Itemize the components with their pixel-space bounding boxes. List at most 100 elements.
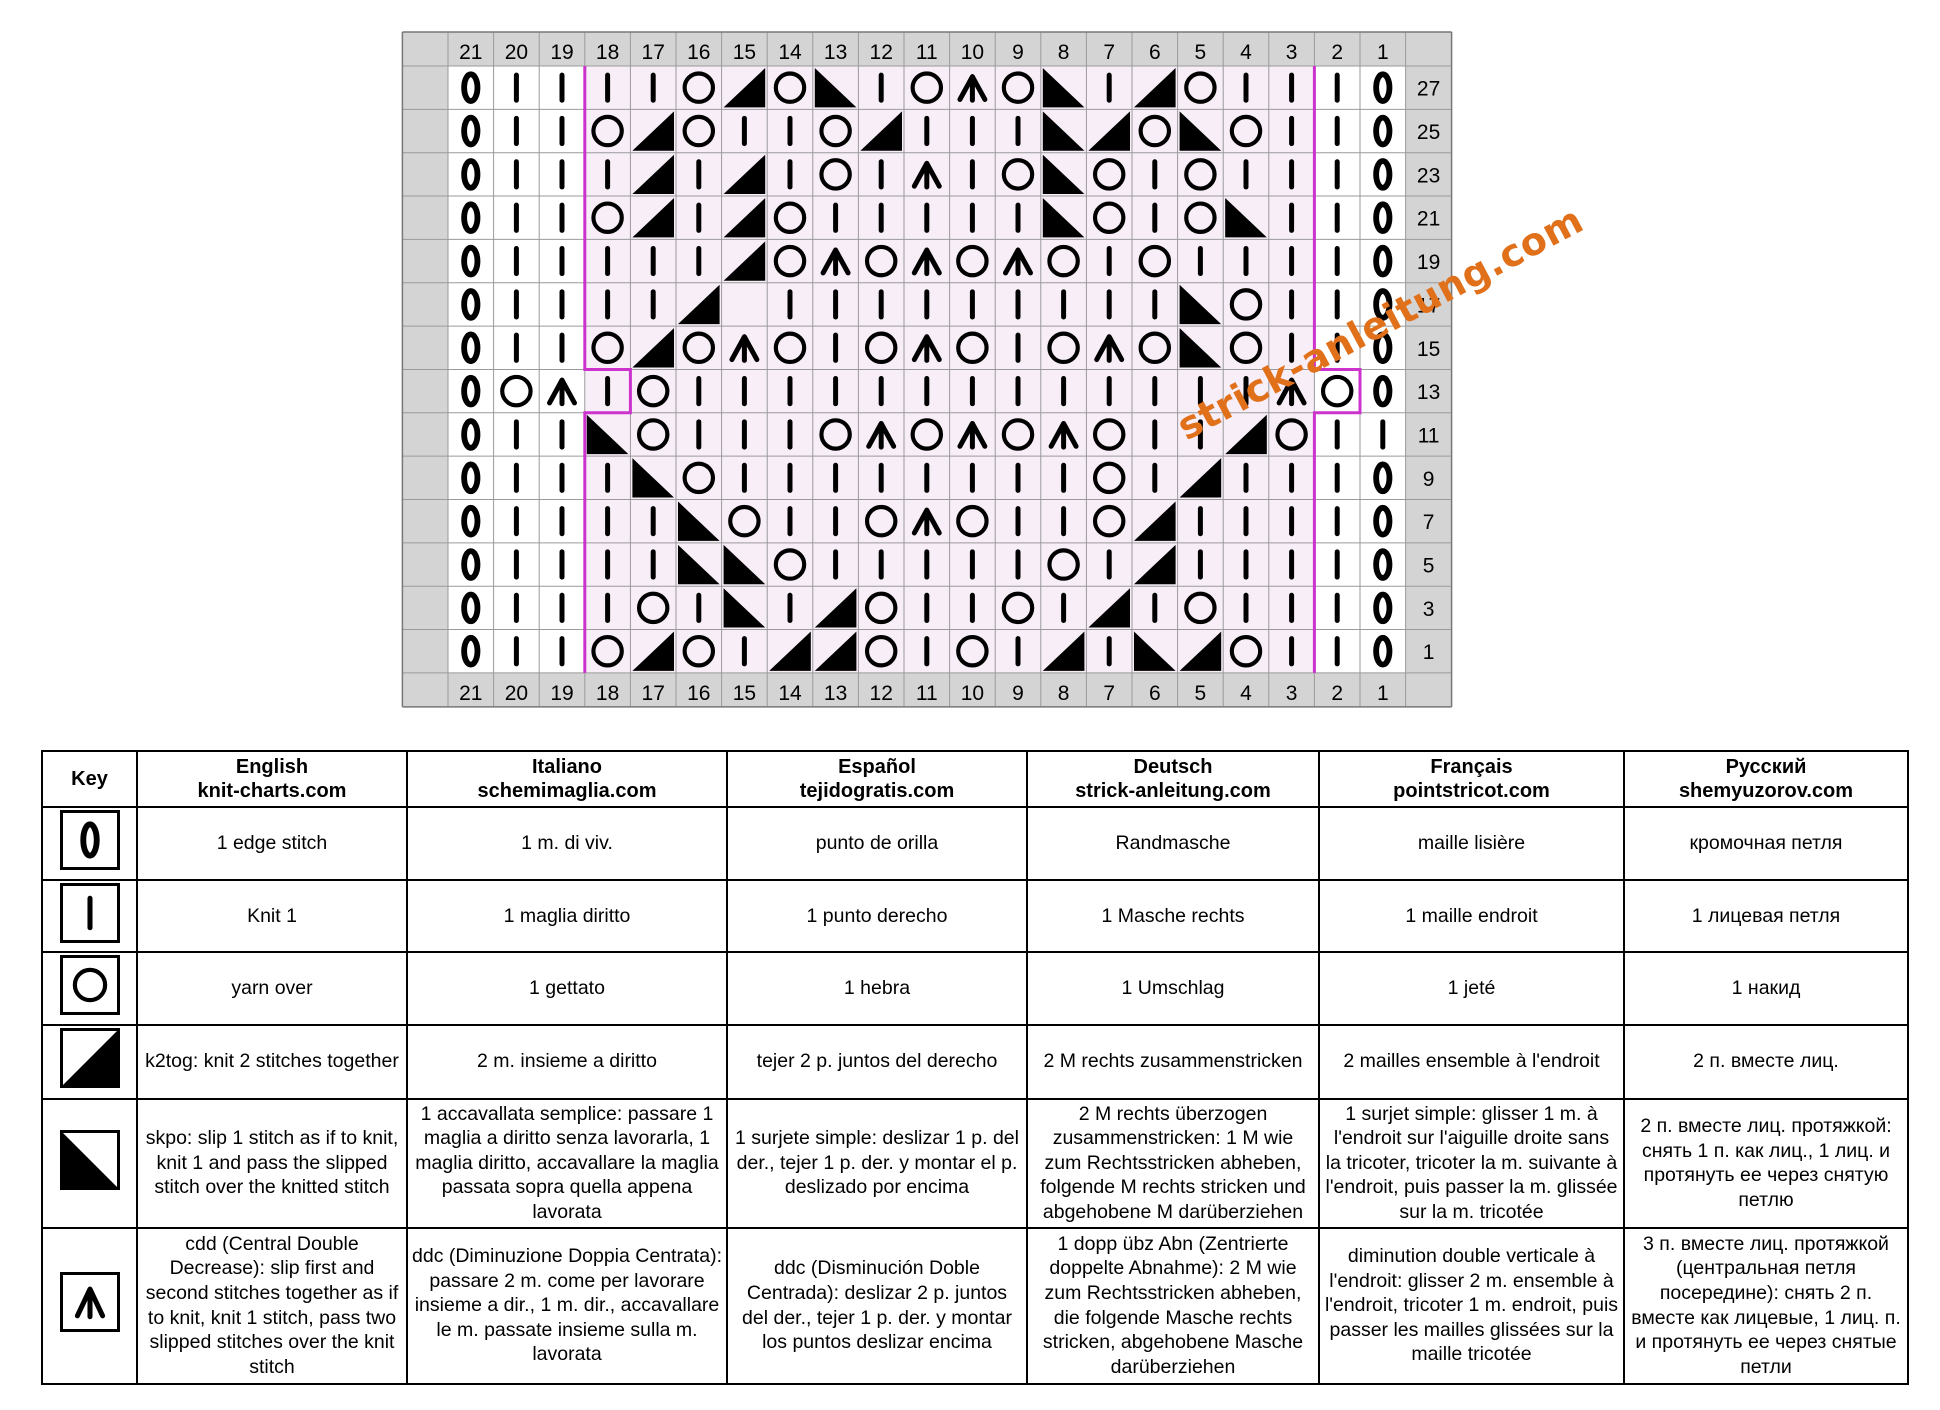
key-text-english: skpo: slip 1 stitch as if to knit, knit … xyxy=(136,1097,408,1229)
stitch-yarn-over xyxy=(1138,114,1172,148)
column-number-top: 7 xyxy=(1103,41,1115,64)
column-number-top: 19 xyxy=(550,41,573,64)
column-number-bottom: 20 xyxy=(505,682,528,705)
column-number-top: 10 xyxy=(961,41,984,64)
key-text-francais: 1 surjet simple: glisser 1 m. à l'endroi… xyxy=(1318,1097,1625,1229)
column-number-top: 5 xyxy=(1195,41,1207,64)
lang-site: strick-anleitung.com xyxy=(1075,780,1271,802)
column-number-top: 20 xyxy=(505,41,528,64)
stitch-yarn-over xyxy=(591,331,624,365)
chart-grid: 2121202019191818171716161515141413131212… xyxy=(401,31,1453,708)
lang-site: shemyuzorov.com xyxy=(1678,780,1854,802)
key-text-deutsch: Randmasche xyxy=(1026,806,1320,881)
stitch-edge-stitch xyxy=(1373,374,1393,408)
stitch-cdd xyxy=(729,334,760,363)
column-number-bottom: 10 xyxy=(961,682,984,705)
stitch-k2tog xyxy=(1088,588,1130,628)
lang-site: pointstricot.com xyxy=(1393,780,1550,802)
stitch-cdd xyxy=(547,377,577,407)
column-number-bottom: 14 xyxy=(778,682,802,705)
key-text-english: cdd (Central Double Decrease): slip firs… xyxy=(136,1226,408,1385)
stitch-yarn-over xyxy=(636,591,670,625)
key-text-russian: 2 п. вместе лиц. xyxy=(1623,1023,1909,1100)
skpo-icon xyxy=(59,1129,120,1190)
row-number: 23 xyxy=(1417,164,1440,187)
stitch-yarn-over xyxy=(864,634,898,668)
column-number-bottom: 8 xyxy=(1058,682,1070,705)
stitch-k2tog xyxy=(814,631,857,671)
stitch-k2tog xyxy=(1088,111,1130,151)
key-row-skpo: skpo: slip 1 stitch as if to knit, knit … xyxy=(41,1097,1909,1229)
stitch-yarn-over xyxy=(1092,461,1126,495)
key-symbol-cell xyxy=(41,1023,138,1100)
cdd-icon xyxy=(59,1272,120,1333)
stitch-yarn-over xyxy=(1184,158,1217,191)
stitch-k2tog xyxy=(632,154,674,195)
row-number: 21 xyxy=(1417,208,1440,231)
stitch-edge-stitch xyxy=(1373,634,1393,668)
stitch-yarn-over xyxy=(1320,374,1354,408)
column-number-top: 2 xyxy=(1331,41,1343,64)
key-symbol-cell xyxy=(41,1097,138,1229)
stitch-skpo xyxy=(1042,68,1085,108)
key-symbol-cell xyxy=(41,878,138,954)
key-symbol-cell xyxy=(41,1226,138,1385)
key-text-francais: maille lisière xyxy=(1318,806,1625,881)
stitch-yarn-over xyxy=(956,634,989,668)
row-number: 3 xyxy=(1423,598,1435,621)
stitch-yarn-over xyxy=(682,71,716,104)
key-symbol-cell xyxy=(41,806,138,881)
column-number-bottom: 18 xyxy=(596,682,619,705)
stitch-yarn-over xyxy=(1001,418,1035,451)
stitch-yarn-over xyxy=(1184,591,1217,625)
column-number-bottom: 2 xyxy=(1331,682,1343,705)
repeat-outline-left xyxy=(583,66,632,673)
stitch-k2tog xyxy=(1042,631,1085,671)
stitch-k2tog xyxy=(769,631,811,671)
stitch-yarn-over xyxy=(1138,331,1172,365)
row-number: 11 xyxy=(1418,424,1440,447)
key-row-edge-stitch: 1 edge stitch 1 m. di viv. punto de oril… xyxy=(41,806,1909,881)
stitch-yarn-over xyxy=(956,331,989,365)
stitch-yarn-over xyxy=(956,504,989,538)
row-number: 15 xyxy=(1417,338,1440,361)
column-number-band xyxy=(448,672,1406,707)
stitch-yarn-over xyxy=(1138,244,1172,278)
column-number-top: 17 xyxy=(642,41,665,64)
stitch-yarn-over xyxy=(1184,201,1217,234)
key-row-yarn-over: yarn over 1 gettato 1 hebra 1 Umschlag 1… xyxy=(41,951,1909,1026)
stitch-yarn-over xyxy=(728,504,761,538)
column-number-bottom: 17 xyxy=(642,682,665,705)
stitch-k2tog xyxy=(1225,414,1267,455)
key-symbol-cell xyxy=(41,951,138,1026)
column-number-bottom: 7 xyxy=(1103,682,1115,705)
stitch-yarn-over xyxy=(773,548,807,581)
stitch-skpo xyxy=(632,458,674,498)
stitch-cdd xyxy=(1094,334,1125,363)
lang-name: English xyxy=(235,756,309,778)
stitch-yarn-over xyxy=(910,418,944,451)
key-text-russian: 1 накид xyxy=(1623,951,1909,1026)
stitch-yarn-over xyxy=(682,331,716,365)
stitch-yarn-over xyxy=(591,634,624,668)
stitch-k2tog xyxy=(1134,68,1176,108)
key-text-deutsch: 1 dopp übz Abn (Zentrierte doppelte Abna… xyxy=(1026,1226,1320,1385)
key-text-espanol: tejer 2 p. juntos del derecho xyxy=(726,1023,1028,1100)
stitch-k2tog xyxy=(814,588,857,628)
row-number: 1 xyxy=(1423,641,1435,664)
stitch-k2tog xyxy=(723,198,766,238)
stitch-k2tog xyxy=(860,111,902,151)
key-text-russian: 2 п. вместе лиц. протяжкой: снять 1 п. к… xyxy=(1623,1097,1909,1229)
column-number-bottom: 16 xyxy=(687,682,710,705)
column-number-top: 14 xyxy=(778,41,802,64)
key-text-espanol: ddc (Disminución Doble Centrada): desliz… xyxy=(726,1226,1028,1385)
stitch-k2tog xyxy=(632,111,674,151)
stitch-cdd xyxy=(957,420,988,450)
